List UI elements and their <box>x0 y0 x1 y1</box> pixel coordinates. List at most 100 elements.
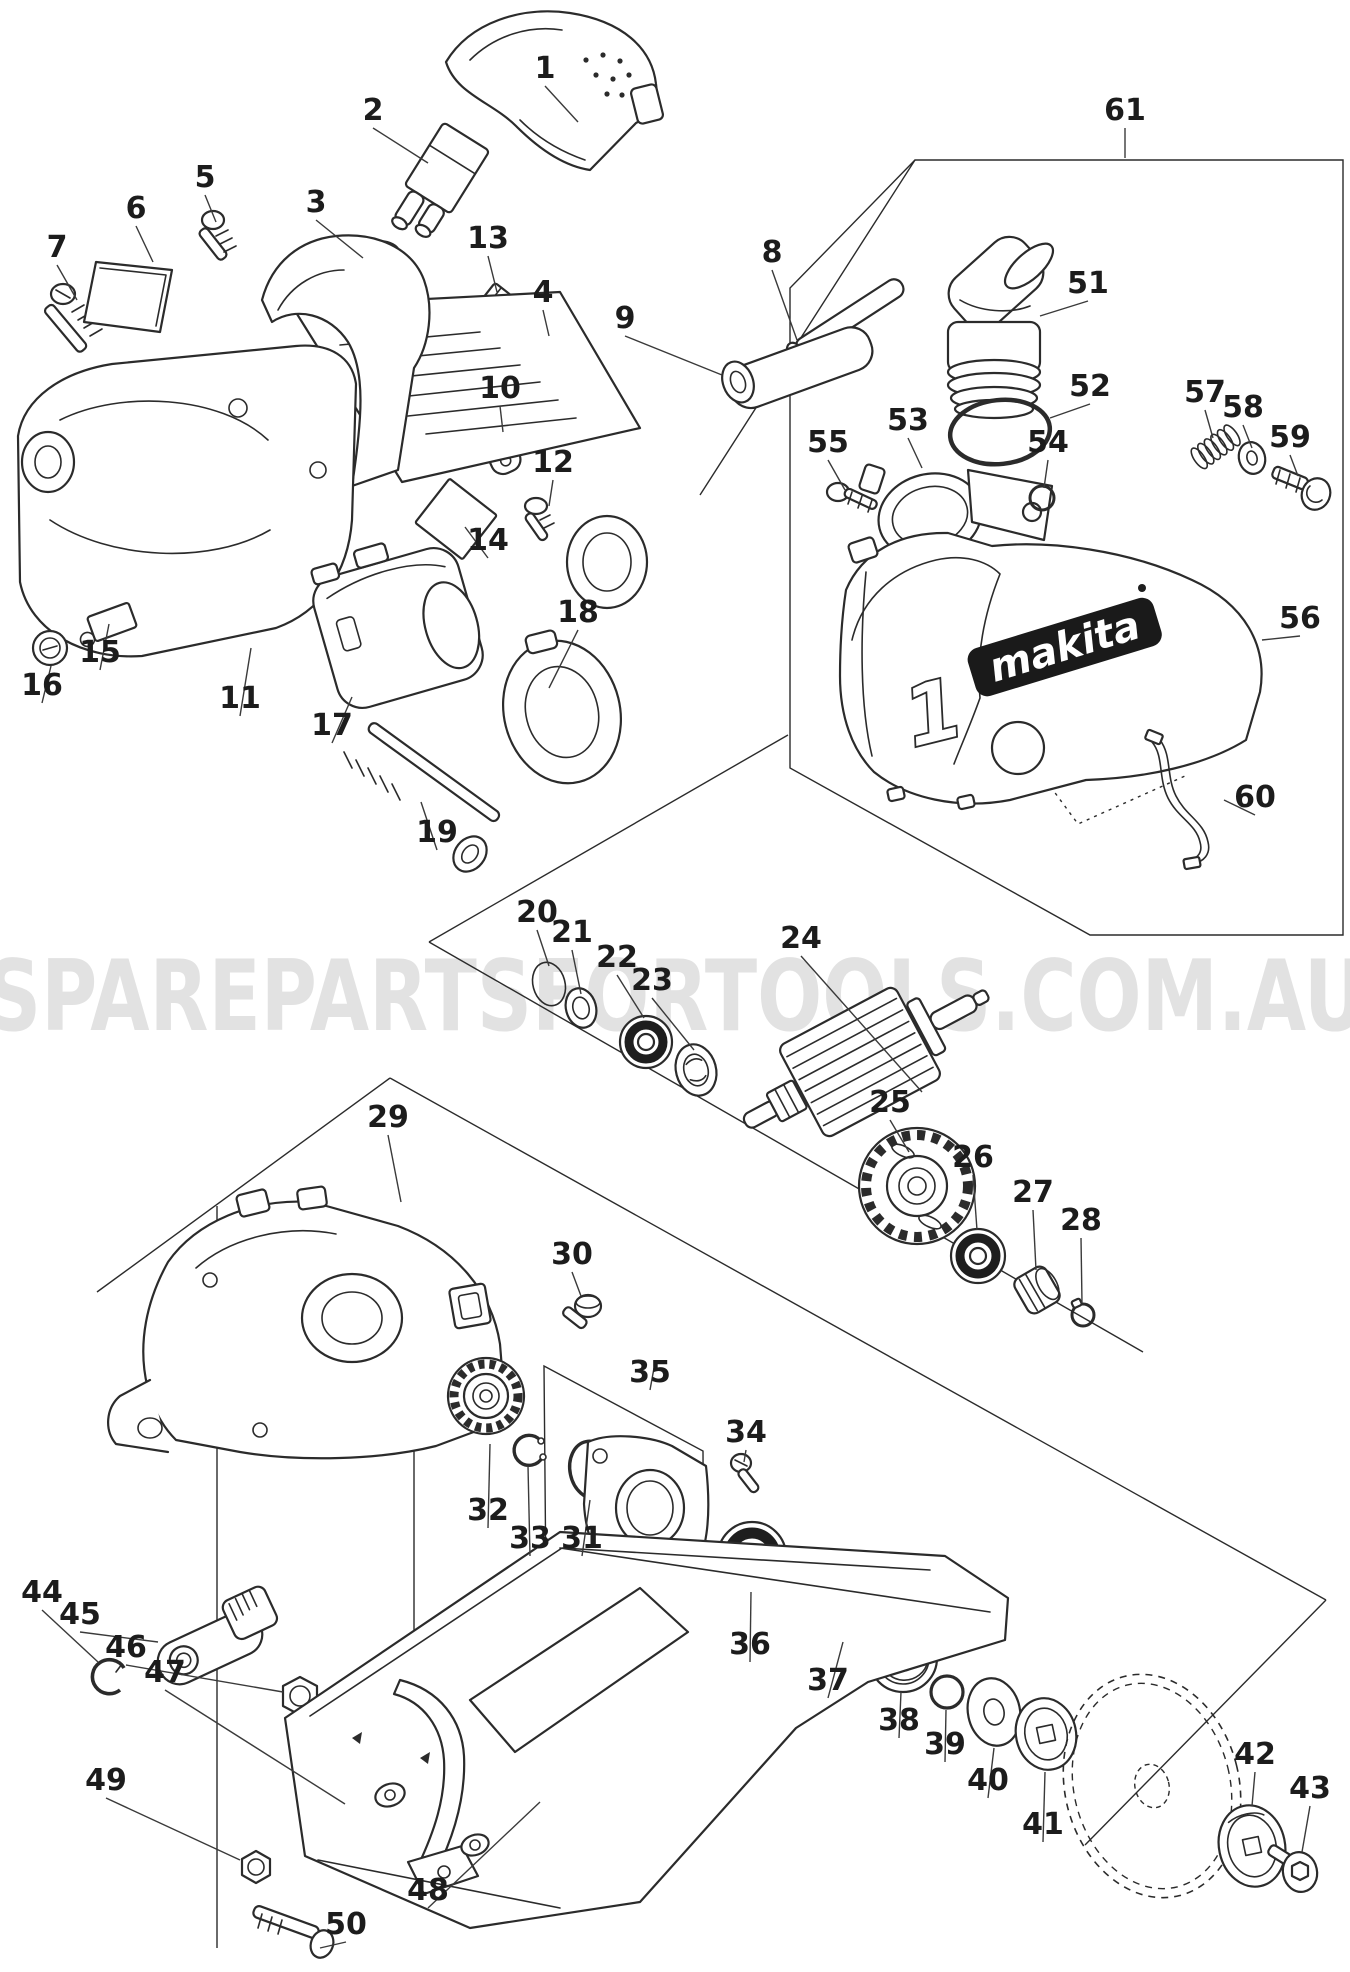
part-11-housing <box>16 234 649 658</box>
part-label-56: 56 <box>1279 601 1321 636</box>
part-41-inner-flange <box>1014 1697 1078 1771</box>
part-label-29: 29 <box>367 1100 409 1135</box>
explosion-line <box>699 159 916 496</box>
leader-line-13 <box>487 255 498 293</box>
part-label-50: 50 <box>325 1907 367 1942</box>
leader-line-22 <box>616 974 645 1019</box>
part-label-49: 49 <box>85 1763 127 1798</box>
leader-line-9 <box>624 335 723 376</box>
part-label-38: 38 <box>878 1703 920 1738</box>
part-58-washer <box>1237 441 1267 475</box>
part-label-58: 58 <box>1222 390 1264 425</box>
leader-line-26 <box>972 1174 978 1231</box>
leader-line-43 <box>1301 1805 1311 1853</box>
part-33-circlip <box>512 1433 547 1468</box>
part-label-53: 53 <box>887 403 929 438</box>
leader-line-10 <box>499 405 504 433</box>
part-39-oring <box>929 1674 965 1710</box>
part-label-61: 61 <box>1104 93 1146 128</box>
part-label-46: 46 <box>105 1630 147 1665</box>
leader-line-46 <box>125 1664 284 1693</box>
leader-line-12 <box>548 479 554 507</box>
leader-line-2 <box>372 127 429 164</box>
part-16-cap <box>31 629 69 667</box>
part-label-51: 51 <box>1067 266 1109 301</box>
leader-line-38 <box>898 1691 902 1739</box>
part-27-sleeve <box>1013 1265 1061 1315</box>
leader-line-47 <box>164 1689 346 1805</box>
leader-line-41 <box>1042 1771 1046 1843</box>
part-14-block <box>414 478 498 560</box>
part-label-54: 54 <box>1027 425 1069 460</box>
leader-line-14 <box>464 526 489 559</box>
leader-line-5 <box>204 194 217 223</box>
part-label-37: 37 <box>807 1663 849 1698</box>
leader-line-16 <box>41 665 52 704</box>
part-label-39: 39 <box>924 1727 966 1762</box>
leader-line-18 <box>548 629 579 689</box>
part-52-oring <box>947 397 1053 467</box>
part-59-bolt <box>1271 465 1332 511</box>
leader-line-29 <box>387 1134 402 1203</box>
part-label-27: 27 <box>1012 1175 1054 1210</box>
leader-line-56 <box>1261 635 1301 641</box>
part-24-armature <box>742 986 990 1138</box>
leader-line-17 <box>331 696 353 744</box>
part-label-4: 4 <box>533 275 554 310</box>
part-28-ring <box>1070 1297 1096 1328</box>
part-15-brush <box>79 602 138 648</box>
part-label-23: 23 <box>631 963 673 998</box>
saw-blade-dashed <box>1062 1673 1242 1899</box>
part-42-outer-flange <box>1217 1804 1287 1888</box>
leader-line-45 <box>79 1631 159 1643</box>
part-label-52: 52 <box>1069 369 1111 404</box>
part-label-34: 34 <box>725 1415 767 1450</box>
leader-line-51 <box>1039 300 1089 317</box>
part-23-retainer <box>674 1043 718 1097</box>
part-32-gear <box>446 1356 526 1436</box>
part-30-bolt <box>562 1293 603 1330</box>
part-45-lever <box>156 1585 279 1686</box>
part-label-1: 1 <box>535 51 556 86</box>
part-57-spring <box>1190 424 1241 470</box>
part-label-9: 9 <box>615 301 636 336</box>
leader-line-35 <box>649 1367 655 1391</box>
part-26-bearing <box>949 1227 1007 1285</box>
detail-box-61 <box>789 159 1344 936</box>
part-label-28: 28 <box>1060 1203 1102 1238</box>
part-label-21: 21 <box>551 915 593 950</box>
leader-line-15 <box>99 623 110 671</box>
part-19-screw <box>343 722 501 873</box>
part-44-e-ring <box>90 1657 126 1696</box>
leader-line-3 <box>315 219 364 259</box>
leader-line-19 <box>420 801 438 851</box>
part-49-nut <box>240 1849 272 1885</box>
part-label-24: 24 <box>780 921 822 956</box>
leader-line-39 <box>944 1709 947 1763</box>
part-label-35: 35 <box>629 1355 671 1390</box>
part-label-45: 45 <box>59 1597 101 1632</box>
part-label-12: 12 <box>532 445 574 480</box>
part-label-18: 18 <box>557 595 599 630</box>
leader-line-34 <box>743 1449 747 1463</box>
part-55-screw <box>825 481 878 513</box>
part-18-baffle-ring <box>501 629 623 785</box>
leader-line-60 <box>1223 799 1256 816</box>
leader-line-27 <box>1032 1209 1037 1271</box>
leader-line-11 <box>239 647 252 717</box>
part-label-48: 48 <box>407 1873 449 1908</box>
part-label-13: 13 <box>467 221 509 256</box>
explosion-line <box>389 1077 1327 1601</box>
part-21-washer <box>564 987 598 1029</box>
part-34-screw <box>729 1452 760 1494</box>
leader-line-44 <box>41 1609 99 1663</box>
leader-line-21 <box>571 949 582 995</box>
leader-line-54 <box>1043 459 1049 489</box>
leader-line-52 <box>1049 403 1091 419</box>
part-53-clamp <box>858 463 1054 610</box>
part-6-label-plate <box>82 260 174 334</box>
part-label-20: 20 <box>516 895 558 930</box>
part-5-screw <box>198 209 237 261</box>
part-label-17: 17 <box>311 708 353 743</box>
